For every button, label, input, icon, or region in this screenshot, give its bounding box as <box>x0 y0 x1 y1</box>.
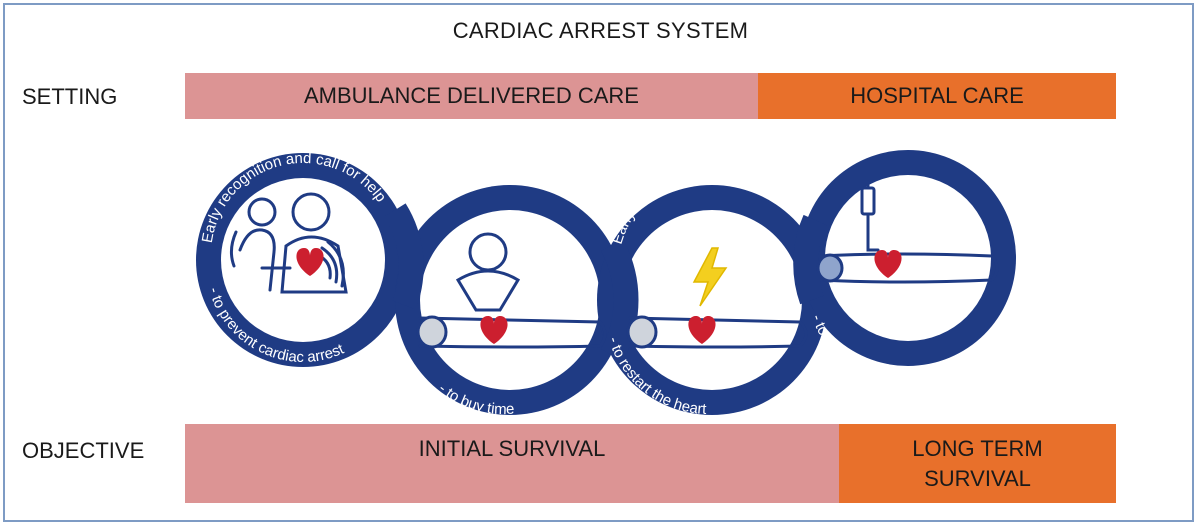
long-term-survival-label-line1: LONG TERM <box>912 435 1043 461</box>
link-cpr-top-text: Early CPR <box>421 129 492 178</box>
ambulance-care-label: AMBULANCE DELIVERED CARE <box>304 83 639 108</box>
setting-row-label: SETTING <box>22 84 118 109</box>
link-cpr <box>395 185 625 415</box>
defibrillation-icon <box>626 247 808 349</box>
diagram-frame <box>3 3 1194 522</box>
cpr-icon <box>416 232 607 349</box>
long-term-survival-label-line2: SURVIVAL <box>924 465 1031 491</box>
diagram-title: CARDIAC ARREST SYSTEM <box>452 18 749 43</box>
link-defibrillation <box>597 185 827 415</box>
ambulance-care-bar: AMBULANCE DELIVERED CARE <box>185 73 758 119</box>
caller-and-patient-icon <box>229 192 348 294</box>
objective-row-label: OBJECTIVE <box>22 438 145 463</box>
hospital-care-bar: HOSPITAL CARE <box>758 73 1116 119</box>
initial-survival-bar: INITIAL SURVIVAL <box>185 424 839 503</box>
long-term-survival-bar: LONG TERM SURVIVAL <box>839 424 1116 503</box>
hospital-care-label: HOSPITAL CARE <box>850 83 1024 108</box>
post-resuscitation-icon <box>816 180 999 284</box>
initial-survival-label: INITIAL SURVIVAL <box>418 436 606 461</box>
